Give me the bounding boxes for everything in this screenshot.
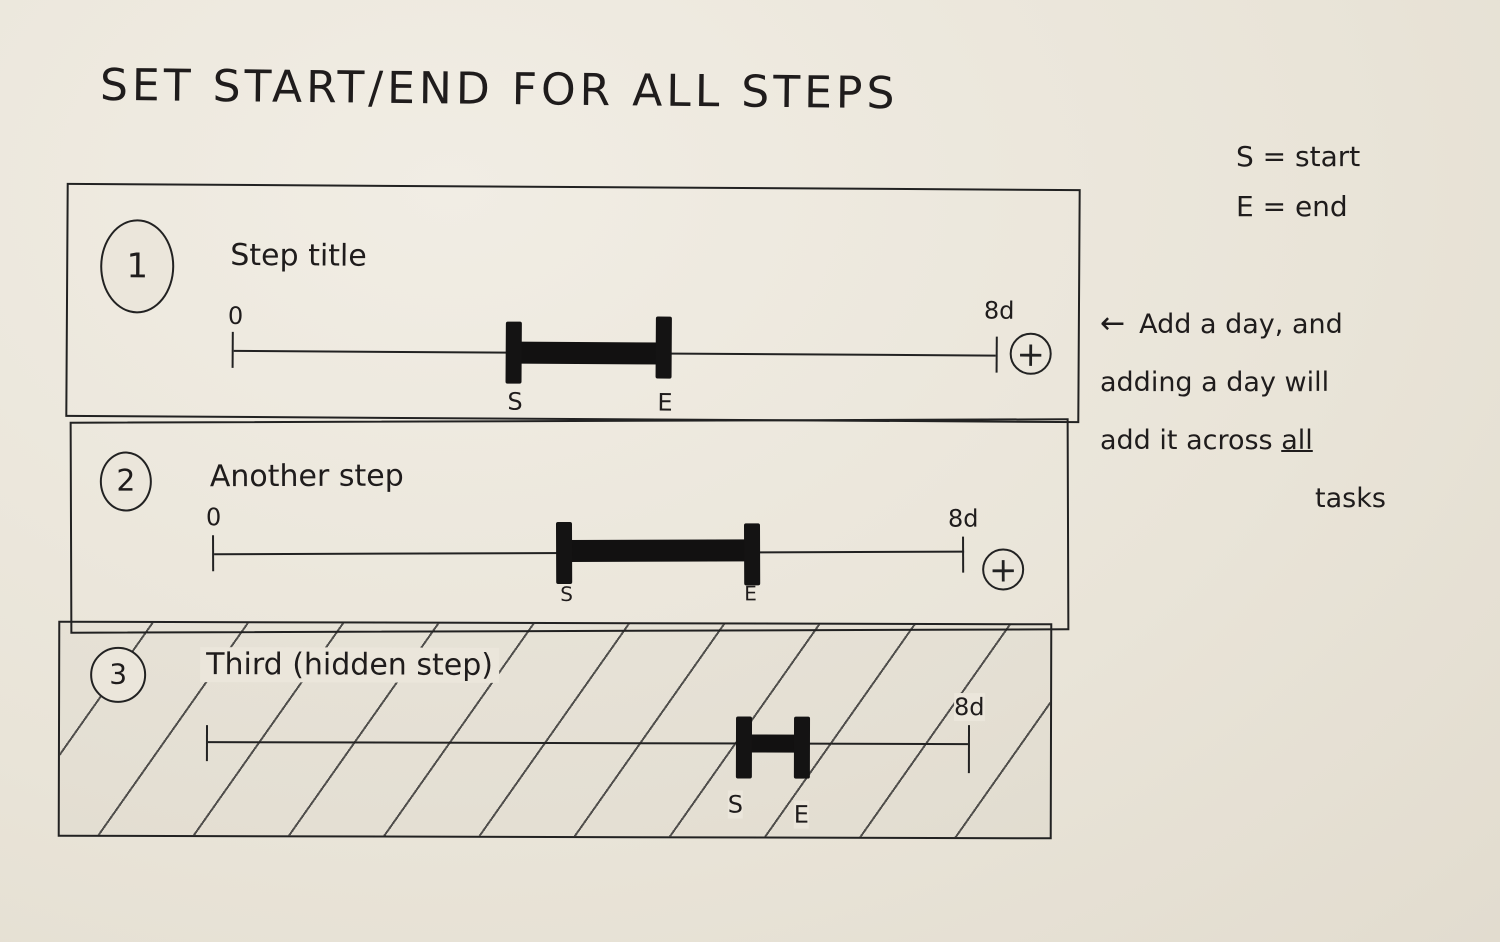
legend-end: E = end	[1236, 190, 1348, 223]
end-marker-label: E	[657, 388, 673, 417]
range-start-label: 0	[205, 503, 222, 532]
step-number-badge: 1	[99, 219, 175, 314]
legend-start: S = start	[1236, 140, 1361, 173]
start-marker-label: S	[727, 790, 744, 819]
range-start-label: 0	[227, 301, 244, 330]
step-title[interactable]: Third (hidden step)	[200, 647, 500, 683]
step-card-1: 1 Step title 0 8d S E +	[65, 182, 1081, 424]
step-card-2: 2 Another step 0 8d S E +	[69, 418, 1070, 634]
duration-bar[interactable]	[566, 539, 753, 563]
start-marker-label: S	[560, 581, 573, 607]
annotation-line-3: add it across	[1100, 425, 1282, 456]
end-handle[interactable]	[793, 716, 811, 779]
step-number-badge: 3	[90, 646, 147, 703]
start-marker-label: S	[507, 387, 523, 416]
range-end-label: 8d	[983, 296, 1015, 325]
step-number-badge: 2	[99, 451, 152, 512]
start-handle[interactable]	[555, 521, 573, 585]
range-end-tick	[995, 336, 998, 373]
step-title[interactable]: Another step	[209, 458, 404, 495]
arrow-left-icon: ←	[1100, 306, 1126, 341]
annotation-line-4: tasks	[1315, 483, 1386, 514]
start-handle[interactable]	[505, 321, 522, 384]
end-marker-label: E	[744, 581, 757, 606]
add-day-button[interactable]: +	[982, 548, 1025, 591]
range-end-label: 8d	[947, 504, 979, 533]
start-handle[interactable]	[735, 716, 753, 779]
timeline-track[interactable]	[207, 741, 968, 746]
end-handle[interactable]	[743, 523, 761, 586]
range-end-tick	[967, 725, 971, 774]
duration-bar[interactable]	[515, 341, 666, 365]
add-day-annotation: ← Add a day, and adding a day will add it…	[1100, 295, 1480, 528]
step-title[interactable]: Step title	[230, 237, 367, 274]
range-end-tick	[962, 536, 965, 573]
add-day-button[interactable]: +	[1009, 332, 1052, 375]
end-handle[interactable]	[655, 316, 672, 379]
legend: S = start E = end	[1236, 132, 1360, 232]
range-end-label: 8d	[954, 693, 985, 722]
annotation-line-2: adding a day will	[1100, 367, 1330, 398]
page-title: SET START/END FOR ALL STEPS	[99, 59, 899, 120]
annotation-line-1: Add a day, and	[1139, 309, 1343, 340]
annotation-emphasis: all	[1281, 425, 1313, 456]
step-card-3-hidden: 3 Third (hidden step) 8d S E	[57, 620, 1053, 840]
end-marker-label: E	[793, 800, 809, 829]
